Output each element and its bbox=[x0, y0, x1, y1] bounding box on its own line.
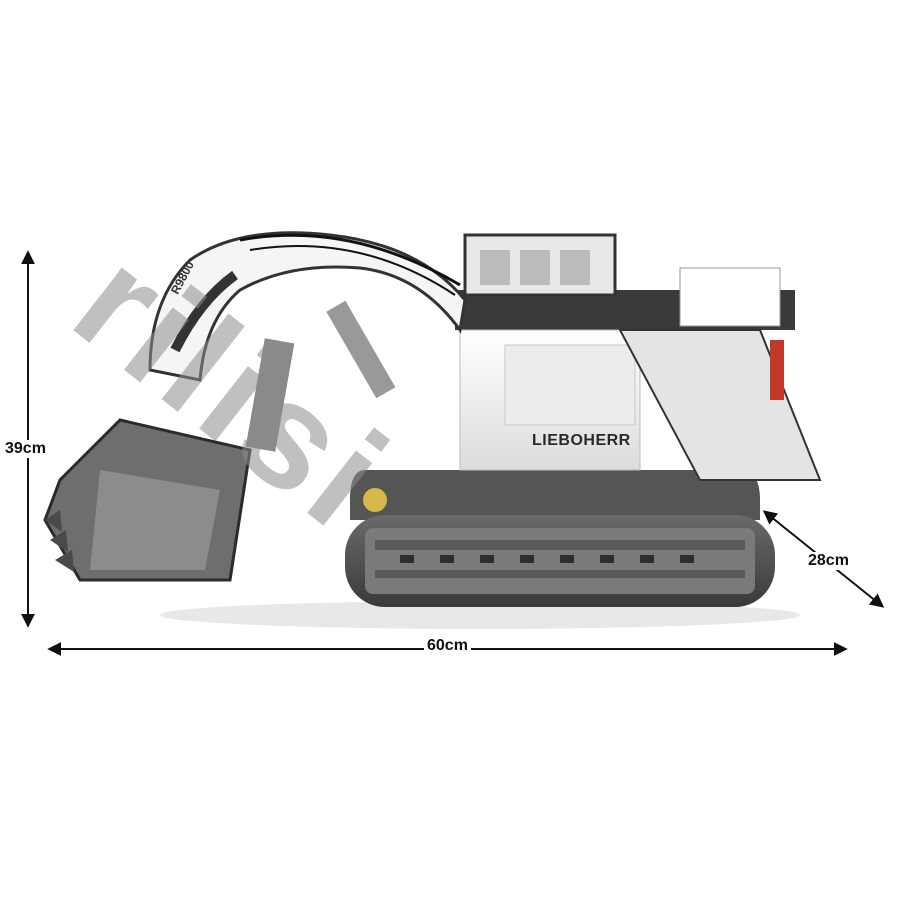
bucket bbox=[43, 418, 252, 582]
upper-house bbox=[455, 233, 822, 481]
width-label: 60cm bbox=[424, 637, 471, 655]
height-label: 39cm bbox=[2, 440, 49, 458]
depth-label: 28cm bbox=[805, 552, 852, 570]
ground-shadow bbox=[160, 601, 800, 629]
crawler-track bbox=[345, 470, 775, 607]
boom-arm bbox=[148, 231, 467, 452]
brand-label: LIEBOHERR bbox=[532, 432, 631, 449]
